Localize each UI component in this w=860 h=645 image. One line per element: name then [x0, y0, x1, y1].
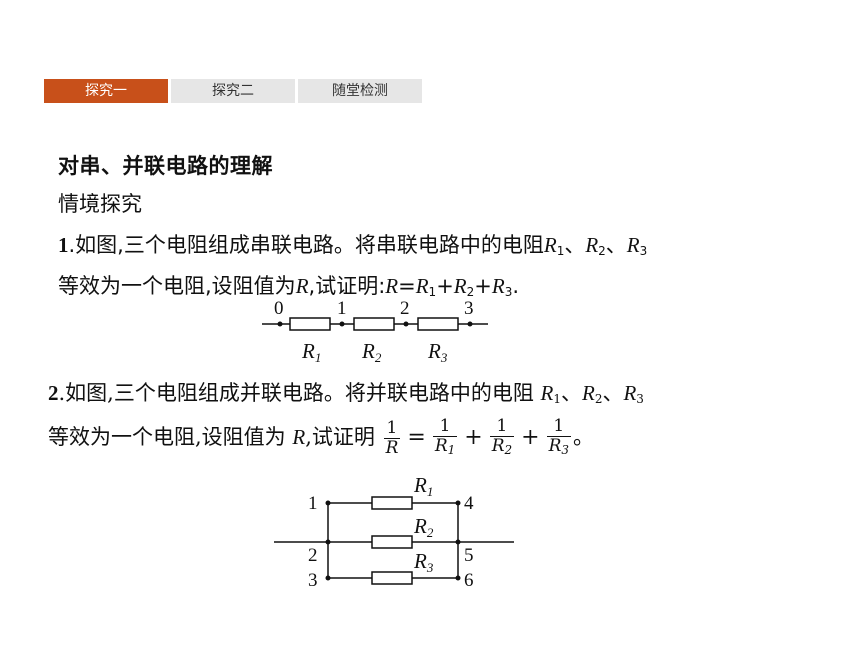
parallel-node-label: 6 [464, 570, 474, 591]
tab-tanjiu-2[interactable]: 探究二 [171, 79, 295, 103]
parallel-resistor-label: R1 [413, 473, 433, 499]
series-node-label: 3 [464, 298, 474, 319]
series-resistor-label: R1 [301, 339, 321, 365]
parallel-resistor-label: R2 [413, 514, 434, 540]
section-subheading: 情境探究 [58, 192, 142, 216]
series-node-label: 2 [400, 298, 410, 319]
parallel-resistor-label: R3 [413, 549, 434, 575]
parallel-node-label: 2 [308, 545, 318, 566]
series-resistor-label: R2 [361, 339, 382, 365]
problem-2-text-b: 等效为一个电阻,设阻值为 [48, 425, 293, 449]
problem-1-text-b: 等效为一个电阻,设阻值为 [58, 274, 296, 298]
tab-tanjiu-1[interactable]: 探究一 [44, 79, 168, 103]
node-dot [325, 539, 331, 545]
parallel-node-label: 4 [464, 493, 474, 514]
parallel-node-label: 1 [308, 493, 318, 514]
problem-2-text-a: .如图,三个电阻组成并联电路。将并联电路中的电阻 [58, 381, 541, 405]
node-dot [455, 539, 461, 545]
node-dot [339, 321, 345, 327]
node-dot [277, 321, 283, 327]
tab-bar: 探究一 探究二 随堂检测 [44, 79, 422, 103]
node-dot [455, 500, 461, 506]
parallel-node-label: 3 [308, 570, 318, 591]
problem-2-number: 2 [48, 381, 59, 405]
problem-1-number: 1 [58, 233, 69, 257]
series-formula: R=R1+R2+R3. [385, 274, 520, 299]
series-node-label: 0 [274, 298, 284, 319]
node-dot [325, 500, 331, 506]
problem-1-text-a: .如图,三个电阻组成串联电路。将串联电路中的电阻 [68, 233, 544, 257]
problem-2: 2.如图,三个电阻组成并联电路。将并联电路中的电阻 R1、R2、R3 等效为一个… [48, 381, 644, 458]
parallel-wire [274, 496, 514, 585]
problem-1: 1.如图,三个电阻组成串联电路。将串联电路中的电阻R1、R2、R3 等效为一个电… [58, 233, 648, 299]
node-dot [455, 575, 461, 581]
series-resistor-label: R3 [427, 339, 448, 365]
node-dot [403, 321, 409, 327]
section-heading: 对串、并联电路的理解 [58, 154, 273, 178]
series-node-label: 1 [337, 298, 347, 319]
node-dot [467, 321, 473, 327]
parallel-node-label: 5 [464, 545, 474, 566]
tab-class-test[interactable]: 随堂检测 [298, 79, 422, 103]
node-dot [325, 575, 331, 581]
